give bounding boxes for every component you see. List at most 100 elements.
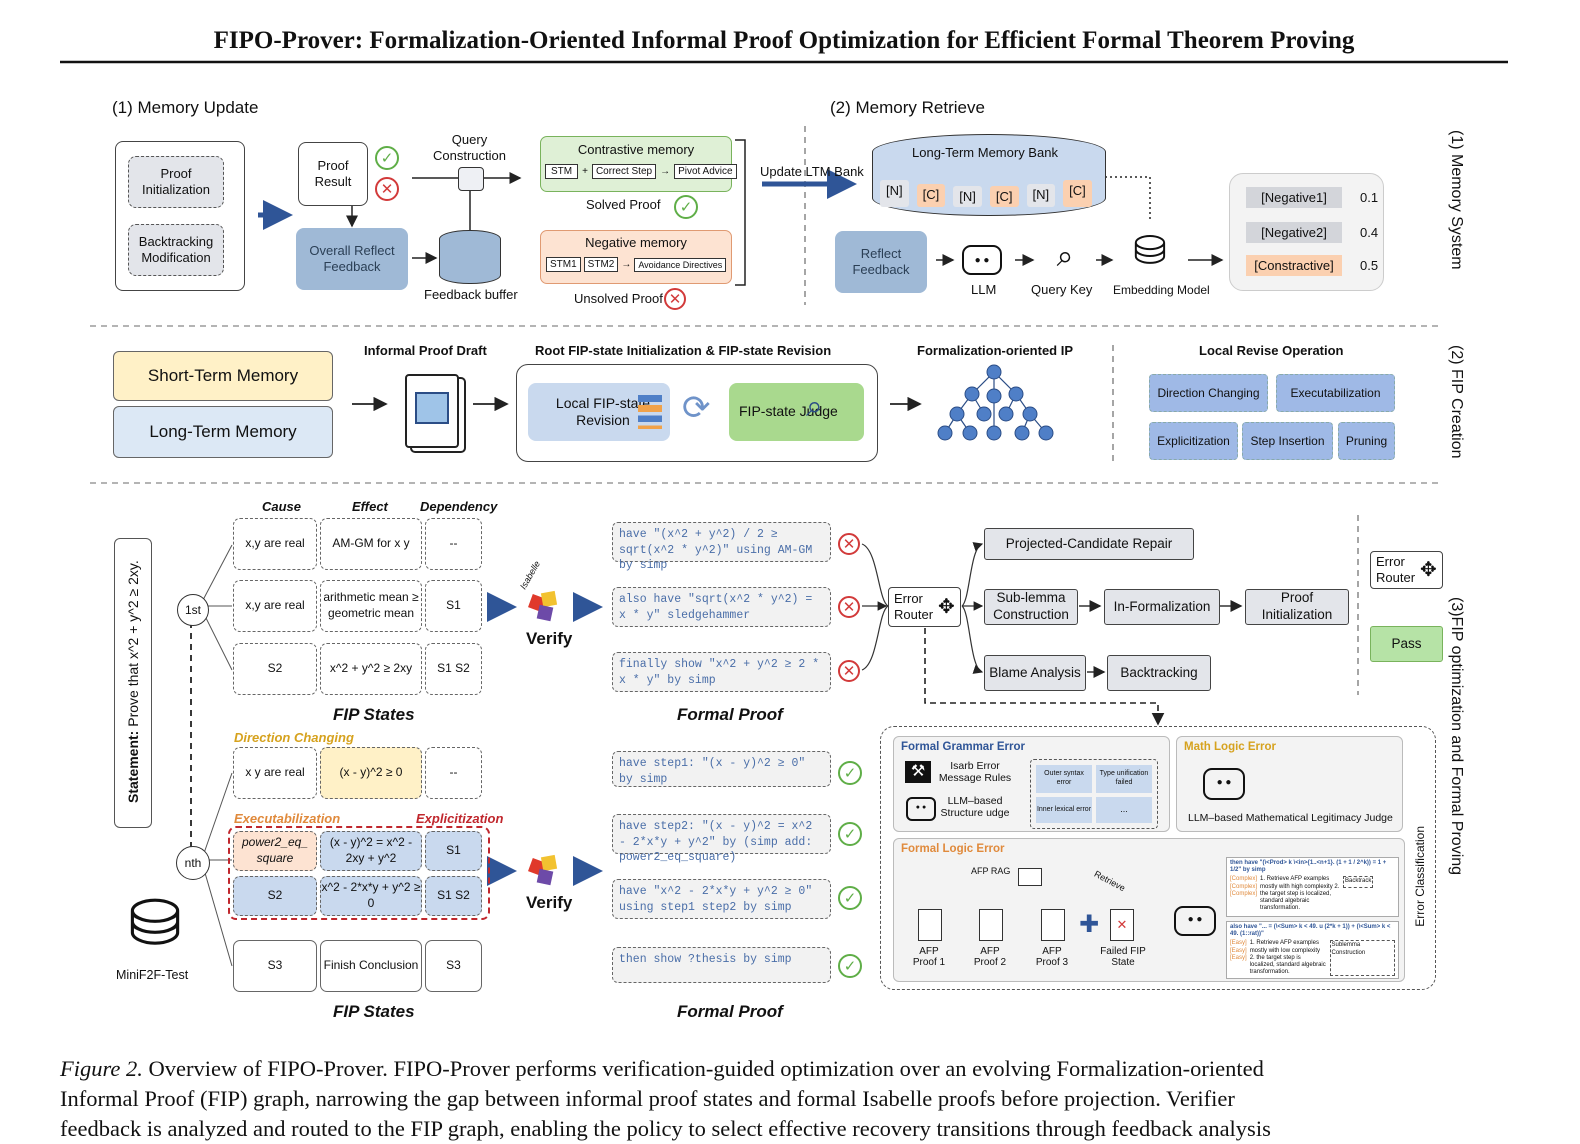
root-fip-state-title: Root FIP-state Initialization & FIP-stat… <box>535 343 832 358</box>
afp-rag-icon <box>1018 868 1042 886</box>
query-construction-label: Query Construction <box>433 131 506 163</box>
fip-creation-side-label: (2) FIP Creation <box>1448 345 1465 459</box>
ltm-bank-items: [N] [C] [N] [C] [N] [C] <box>880 180 1092 207</box>
type-unification-chip: Type unification failed <box>1096 765 1152 793</box>
blame-analysis-box: Blame Analysis <box>984 655 1086 691</box>
in-formalization-box: In-Formalization <box>1104 589 1220 625</box>
error-router-box: Error Router✥ <box>888 587 961 627</box>
failed-fip-state-label: Failed FIP State <box>1100 946 1146 968</box>
minif2f-database-icon: ⛁ <box>128 887 182 959</box>
op-executabilization: Executabilization <box>1276 374 1395 412</box>
revision-icon <box>638 395 662 429</box>
col-cause: Cause <box>262 499 302 514</box>
formal-proof-step: also have "sqrt(x^2 * y^2) = x * y" sled… <box>612 587 831 627</box>
fip-cell: S3 <box>233 940 317 992</box>
solved-check-icon: ✓ <box>674 195 698 219</box>
afp-proof-2-label: AFP Proof 2 <box>973 946 1007 968</box>
fip-cell: S1 S2 <box>425 876 482 916</box>
error-classification-panel <box>880 726 1436 990</box>
formal-proof-step: have "x^2 - 2*x*y + y^2 ≥ 0" using step1… <box>612 879 831 919</box>
fip-cell: -- <box>425 747 482 799</box>
query-node-icon <box>458 167 484 191</box>
query-key-label: Query Key <box>1031 282 1093 297</box>
memory-update-title: (1) Memory Update <box>112 98 259 117</box>
bank-item: [C] <box>916 184 946 207</box>
embedding-model-label: Embedding Model <box>1113 283 1210 297</box>
fip-cell: x^2 - 2*x*y + y^2 ≥ 0 <box>320 876 422 916</box>
memory-retrieve-title: (2) Memory Retrieve <box>830 98 985 117</box>
proof-initialization-box: Proof Initialization <box>128 156 224 208</box>
fip-cell: S2 <box>233 876 317 916</box>
local-revise-operation-title: Local Revise Operation <box>1199 343 1344 358</box>
formal-proof-label: Formal Proof <box>677 705 783 724</box>
fip-cell: x y are real <box>233 747 317 799</box>
verify-label: Verify <box>526 629 573 648</box>
fip-cell: power2_eq_ square <box>233 831 317 871</box>
figure-caption: Figure 2. Overview of FIPO-Prover. FIPO-… <box>60 1056 1271 1141</box>
minif2f-label: MiniF2F-Test <box>116 968 189 982</box>
success-check-icon: ✓ <box>838 954 862 978</box>
formal-proof-step: have step1: "(x - y)^2 ≥ 0" by simp <box>612 751 831 787</box>
bank-item: [N] <box>880 180 909 207</box>
fip-cell: AM-GM for x y <box>320 518 422 570</box>
router-icon: ✥ <box>938 595 955 618</box>
llm-robot-icon: ● ● <box>962 245 1002 275</box>
embedding-model-icon: ⛁ <box>1133 229 1167 273</box>
short-term-memory-box: Short-Term Memory <box>113 351 333 401</box>
retrieval-result-row: [Constractive] 0.5 <box>1246 255 1378 276</box>
explicitization-label: Explicitization <box>416 811 504 826</box>
solved-proof-label: Solved Proof <box>586 197 661 212</box>
llm-structure-label: LLM–based Structure udge <box>940 795 1010 819</box>
formal-logic-title: Formal Logic Error <box>901 843 1005 855</box>
bank-item: [C] <box>989 186 1019 207</box>
formal-grammar-title: Formal Grammar Error <box>901 741 1025 753</box>
bank-item: [N] <box>1026 184 1056 207</box>
fip-cell: S1 S2 <box>425 643 482 695</box>
proof-result-box: Proof Result <box>298 142 368 206</box>
verify-label: Verify <box>526 893 573 912</box>
unsolved-proof-label: Unsolved Proof <box>574 291 663 306</box>
feedback-buffer-label: Feedback buffer <box>424 287 518 302</box>
math-logic-title: Math Logic Error <box>1184 741 1277 753</box>
stm2-chip: STM2 <box>583 257 619 272</box>
document-icon <box>405 374 459 448</box>
document-icon <box>1041 909 1065 941</box>
fip-cell: Finish Conclusion <box>320 940 422 992</box>
formal-proof-step: have "(x^2 + y^2) / 2 ≥ sqrt(x^2 * y^2)"… <box>612 522 831 572</box>
fip-cell: x,y are real <box>233 580 317 632</box>
success-check-icon: ✓ <box>838 761 862 785</box>
proof-initialization-final-box: Proof Initialization <box>1245 589 1349 625</box>
more-errors-chip: ... <box>1096 797 1152 823</box>
op-explicitization: Explicitization <box>1149 422 1238 460</box>
proof-stage-group <box>115 141 245 291</box>
revised-rows-group <box>228 826 490 920</box>
isabelle-logo-icon <box>520 848 566 888</box>
overall-reflect-feedback-box: Overall Reflect Feedback <box>296 228 408 290</box>
llm-structure-robot-icon: ● ● <box>906 797 936 821</box>
error-classification-label: Error Classification <box>1413 826 1427 927</box>
pivot-advice-chip: Pivot Advice <box>674 164 737 179</box>
fip-cell: S3 <box>425 940 482 992</box>
fip-cell: S1 <box>425 831 482 871</box>
success-check-icon: ✓ <box>375 146 399 170</box>
isarb-rules-label: Isarb Error Message Rules <box>938 760 1012 784</box>
math-judge-label: LLM–based Mathematical Legitimacy Judge <box>1188 812 1393 824</box>
gavel-icon: ⚒ <box>905 761 931 783</box>
formal-proof-step: then show ?thesis by simp <box>612 947 831 983</box>
executabilization-label: Executabilization <box>234 811 341 826</box>
sublemma-case-card: also have "... = (\<Sum> k < 49. u (2*k … <box>1226 921 1399 979</box>
feedback-buffer-icon <box>439 230 501 284</box>
fip-state-judge-box: FIP-state Judge <box>729 383 864 441</box>
formalization-oriented-ip-title: Formalization-oriented IP <box>917 343 1074 358</box>
bank-item: [N] <box>953 186 982 207</box>
col-dependency: Dependency <box>420 499 498 514</box>
retrieval-result-row: [Negative2] 0.4 <box>1246 222 1378 243</box>
stm-chip: STM <box>545 164 579 179</box>
statement-box <box>114 538 152 828</box>
update-ltm-bank-label: Update LTM Bank <box>760 164 864 179</box>
iteration-nth-node: nth <box>176 846 210 880</box>
iteration-1st-node: 1st <box>177 594 209 626</box>
formal-proof-step: finally show "x^2 + y^2 ≥ 2 * x * y" by … <box>612 652 831 692</box>
success-check-icon: ✓ <box>838 822 862 846</box>
